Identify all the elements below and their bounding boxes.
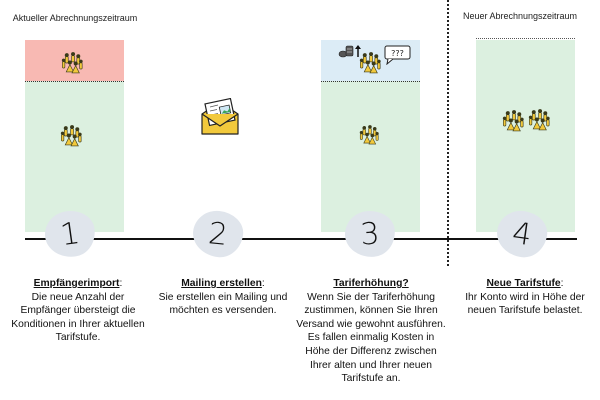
title-suffix: : [560,278,564,289]
step-1-panel [25,40,124,232]
step-title: Mailing erstellen [181,278,262,289]
title-suffix: : [261,278,265,289]
limit-line [321,81,420,82]
people-group-icon [60,125,82,147]
current-period-label: Aktueller Abrechnungszeitraum [12,13,138,23]
step-text: Die neue Anzahl der Empfänger übersteigt… [11,291,145,344]
step-title: Empfängerimport [33,278,120,289]
step-3-description: Tariferhöhung? Wenn Sie der Tariferhöhun… [295,277,447,386]
timeline-line [25,238,577,240]
step-number: 3 [359,215,381,253]
coins-up-icon [338,45,361,58]
envelope-mail-icon [201,98,239,135]
period-start-line [476,38,575,39]
step-number: 2 [206,215,230,253]
question-bubble-icon: ??? [384,45,411,65]
step-text: Sie erstellen ein Mailing und möchten es… [158,291,288,317]
step-2-badge: 2 [190,208,246,260]
step-text: Ihr Konto wird in Höhe der neuen Tarifst… [465,291,585,317]
step-4-panel [476,38,575,232]
step-2-description: Mailing erstellen: Sie erstellen ein Mai… [148,277,298,318]
step-text: Wenn Sie der Tariferhöhung zustimmen, kö… [296,291,446,385]
step-title: Tariferhöhung? [333,278,409,289]
step-number: 1 [58,215,82,253]
period-divider [447,0,449,266]
new-period-label: Neuer Abrechnungszeitraum [462,11,578,21]
step-title: Neue Tarifstufe [486,278,561,289]
step-number: 4 [510,215,534,253]
bubble-text: ??? [391,49,404,58]
people-group-icon [528,109,550,131]
people-group-icon [359,52,381,74]
title-suffix: : [119,278,123,289]
people-group-icon [61,52,83,74]
step-1-description: Empfängerimport: Die neue Anzahl der Emp… [8,277,148,345]
people-group-icon [359,125,379,145]
step-3-panel: ??? [321,40,420,232]
step-4-description: Neue Tarifstufe: Ihr Konto wird in Höhe … [455,277,595,318]
people-group-icon [502,110,524,132]
limit-line [25,81,124,82]
